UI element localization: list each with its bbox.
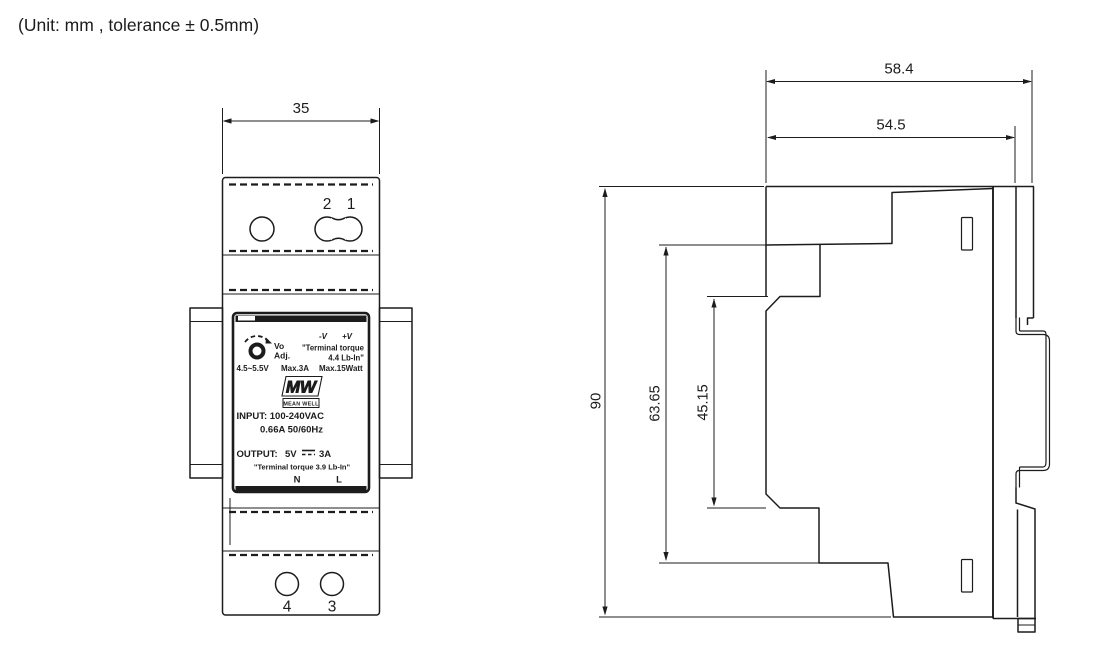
top-terminal-area: 2 1	[249, 196, 363, 242]
logo-name: MEAN WELL	[283, 402, 319, 408]
hole-waist-top	[331, 217, 346, 221]
arrowhead	[663, 552, 669, 561]
arrowhead	[222, 118, 232, 124]
label-bottom-bar	[235, 486, 367, 492]
vo-adj-pot-icon	[244, 335, 272, 360]
arrowhead	[1006, 135, 1015, 140]
rail-tab-outline	[378, 307, 413, 479]
hole-join-mask	[331, 217, 346, 241]
clip-upper-hook	[1026, 317, 1034, 325]
terminal-1-label: 1	[347, 196, 356, 213]
arrowhead	[767, 135, 776, 140]
arrowhead	[766, 79, 775, 84]
side-view: 58.4 54.5 90 63.65	[588, 61, 1051, 633]
input-line1: INPUT: 100-240VAC	[237, 411, 325, 422]
label-top-notch	[238, 316, 255, 321]
neutral-label: N	[294, 475, 301, 486]
height-step1-dimension: 63.65	[648, 244, 819, 564]
terminal-pocket-edge	[765, 187, 994, 246]
dim-63-65-label: 63.65	[648, 385, 664, 421]
rail-inner-face	[1018, 317, 1047, 488]
arrowhead	[1023, 79, 1032, 84]
dim-54-5-label: 54.5	[876, 117, 905, 134]
line-label: L	[336, 475, 342, 486]
depth-body-dimension: 54.5	[767, 117, 1016, 183]
label-top-bar	[235, 315, 367, 322]
vent-slot-top	[960, 216, 974, 251]
din-rail-profile	[1015, 317, 1051, 488]
arrowhead	[711, 298, 717, 308]
mw-logo: MW MEAN WELL	[281, 375, 323, 408]
terminal-hole-4	[274, 571, 300, 597]
torque-top-line2: 4.4 Lb-In"	[328, 354, 364, 363]
dc-symbol-icon	[302, 449, 315, 456]
dim-90-label: 90	[588, 393, 605, 410]
rail-tab-outline	[189, 307, 224, 479]
clip-lower-jaw	[1015, 487, 1036, 619]
depth-overall-dimension: 58.4	[765, 61, 1033, 183]
terminal-3-label: 3	[328, 599, 337, 616]
dim-45-15-label: 45.15	[696, 384, 712, 420]
output-prefix: OUTPUT:	[237, 449, 278, 460]
terminal-4-label: 4	[283, 599, 292, 616]
hole-waist-bottom	[331, 237, 346, 241]
din-rail-tab-right	[378, 307, 413, 479]
rail-outer-face	[1015, 317, 1051, 488]
unit-note: (Unit: mm , tolerance ± 0.5mm)	[18, 15, 259, 35]
torque-top-line1: "Terminal torque	[302, 344, 365, 353]
output-voltage: 5V	[285, 449, 297, 460]
bottom-terminal-area: 4 3	[274, 571, 345, 616]
case-front-profile	[765, 245, 993, 618]
height-overall-dimension: 90	[588, 186, 891, 618]
dim-58-4-label: 58.4	[884, 61, 913, 78]
max-current: Max.3A	[281, 364, 309, 373]
pot-knob	[248, 342, 266, 360]
arrowhead	[711, 497, 717, 507]
arrowhead	[602, 188, 608, 197]
side-case-outline	[765, 185, 1036, 633]
terminal-hole-3	[319, 571, 345, 597]
torque-bottom-line: "Terminal torque 3.9 Lb-In"	[254, 463, 351, 472]
spec-label-plate: Vo Adj. -V +V "Terminal torque 4.4 Lb-In…	[231, 311, 371, 494]
pot-arrow	[265, 337, 272, 344]
max-power: Max.15Watt	[319, 364, 363, 373]
input-line2: 0.66A 50/60Hz	[260, 425, 323, 436]
vo-label: Vo	[274, 341, 284, 351]
dim-35-label: 35	[293, 100, 310, 117]
adj-label: Adj.	[274, 351, 290, 361]
pos-v-label: +V	[342, 332, 353, 341]
terminal-2-label: 2	[323, 196, 332, 213]
logo-mark: MW	[286, 378, 318, 397]
height-step2-dimension: 45.15	[696, 296, 768, 509]
front-width-dimension: 35	[222, 100, 380, 174]
vent-slot-bottom	[960, 558, 974, 593]
output-current: 3A	[319, 449, 331, 460]
mounting-hole	[249, 216, 275, 242]
voltage-range: 4.5~5.5V	[237, 364, 270, 373]
arrowhead	[370, 118, 380, 124]
logo-name-bar	[282, 398, 320, 408]
din-rail-tab-left	[189, 307, 224, 479]
arrowhead	[663, 246, 669, 256]
logo-frame	[281, 375, 323, 397]
front-view: 35 2 1 4 3	[189, 100, 413, 616]
neg-v-label: -V	[319, 332, 328, 341]
arrowhead	[602, 606, 608, 616]
